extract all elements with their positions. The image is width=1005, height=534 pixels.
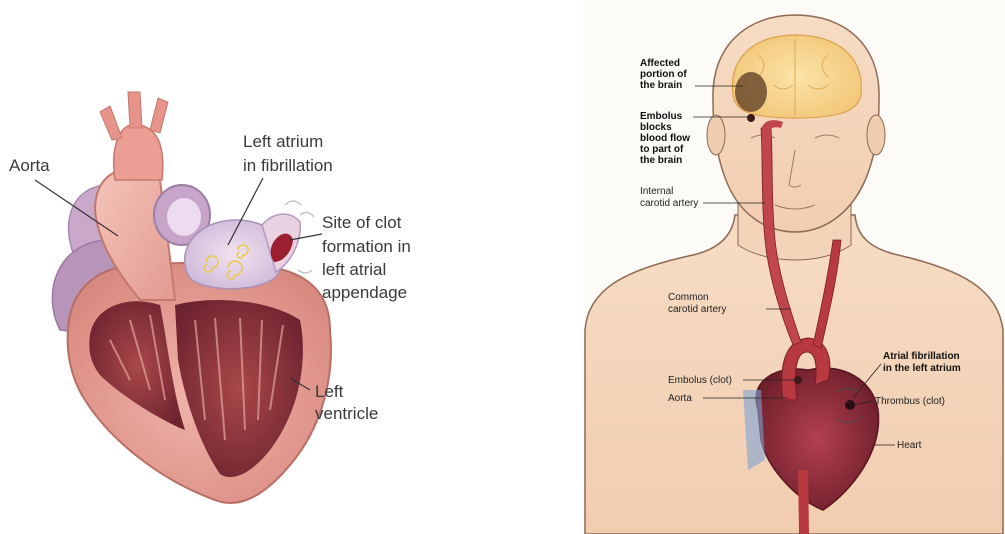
label-embolus-clot: Embolus (clot): [668, 375, 732, 386]
label-embolus-blocks-line3: blood flow: [640, 133, 690, 144]
label-left-atrium-line1: Left atrium: [243, 132, 323, 151]
label-affected-brain-line2: portion of: [640, 69, 687, 80]
label-clot-site-line4: appendage: [322, 283, 407, 302]
ear-left: [707, 115, 725, 155]
label-internal-carotid-line2: carotid artery: [640, 198, 698, 209]
heart-cross-section-panel: Aorta Left atrium in fibrillation Site o…: [0, 0, 580, 534]
label-embolus-blocks-line5: the brain: [640, 155, 682, 166]
label-embolus-blocks-line1: Embolus: [640, 111, 683, 122]
embolus-clot: [794, 376, 802, 384]
heart-cross-section-illustration: Aorta Left atrium in fibrillation Site o…: [0, 0, 580, 534]
label-internal-carotid-line1: Internal: [640, 186, 673, 197]
aortic-arch: [114, 124, 163, 180]
pulmonary-artery-lumen: [167, 198, 201, 236]
label-affected-brain-line3: the brain: [640, 80, 682, 91]
descending-aorta: [798, 470, 809, 534]
ear-right: [867, 115, 885, 155]
label-affected-brain-line1: Affected: [640, 58, 680, 69]
label-heart: Heart: [897, 440, 922, 451]
label-atrial-fib-line2: in the left atrium: [883, 363, 961, 374]
stroke-pathway-illustration: Affected portion of the brain Embolus bl…: [583, 0, 1005, 534]
label-atrial-fib-line1: Atrial fibrillation: [883, 351, 960, 362]
label-embolus-blocks-line4: to part of: [640, 144, 684, 155]
label-common-carotid-line1: Common: [668, 292, 709, 303]
label-left-atrium-line2: in fibrillation: [243, 156, 333, 175]
label-left-ventricle-line2: ventricle: [315, 404, 378, 423]
label-embolus-blocks-line2: blocks: [640, 122, 672, 133]
label-thrombus: Thrombus (clot): [875, 396, 945, 407]
label-common-carotid-line2: carotid artery: [668, 304, 726, 315]
label-clot-site-line2: formation in: [322, 237, 411, 256]
label-aorta-right: Aorta: [668, 393, 692, 404]
stroke-pathway-panel: Affected portion of the brain Embolus bl…: [583, 0, 1005, 534]
label-clot-site-line3: left atrial: [322, 260, 386, 279]
affected-brain-area: [735, 72, 767, 112]
label-left-ventricle-line1: Left: [315, 382, 344, 401]
embolus-brain: [747, 114, 755, 122]
label-aorta: Aorta: [9, 156, 50, 175]
label-clot-site-line1: Site of clot: [322, 213, 402, 232]
